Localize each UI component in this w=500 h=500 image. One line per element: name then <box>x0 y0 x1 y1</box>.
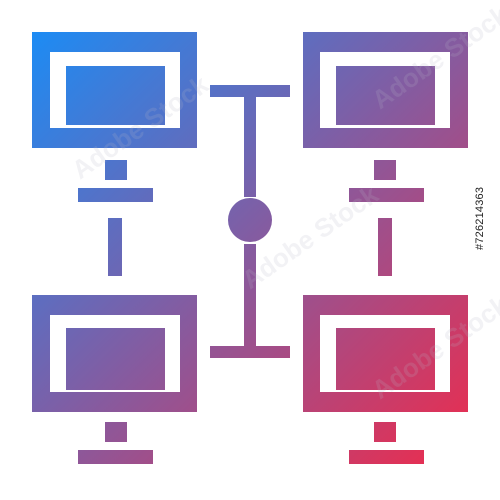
monitor-bottom-right-icon <box>303 295 468 464</box>
monitor-top-left-icon <box>32 32 197 202</box>
monitor-bottom-left-icon <box>32 295 197 464</box>
network-connectors <box>108 85 392 358</box>
network-hub-icon <box>228 198 272 242</box>
monitor-top-right-icon <box>303 32 468 202</box>
